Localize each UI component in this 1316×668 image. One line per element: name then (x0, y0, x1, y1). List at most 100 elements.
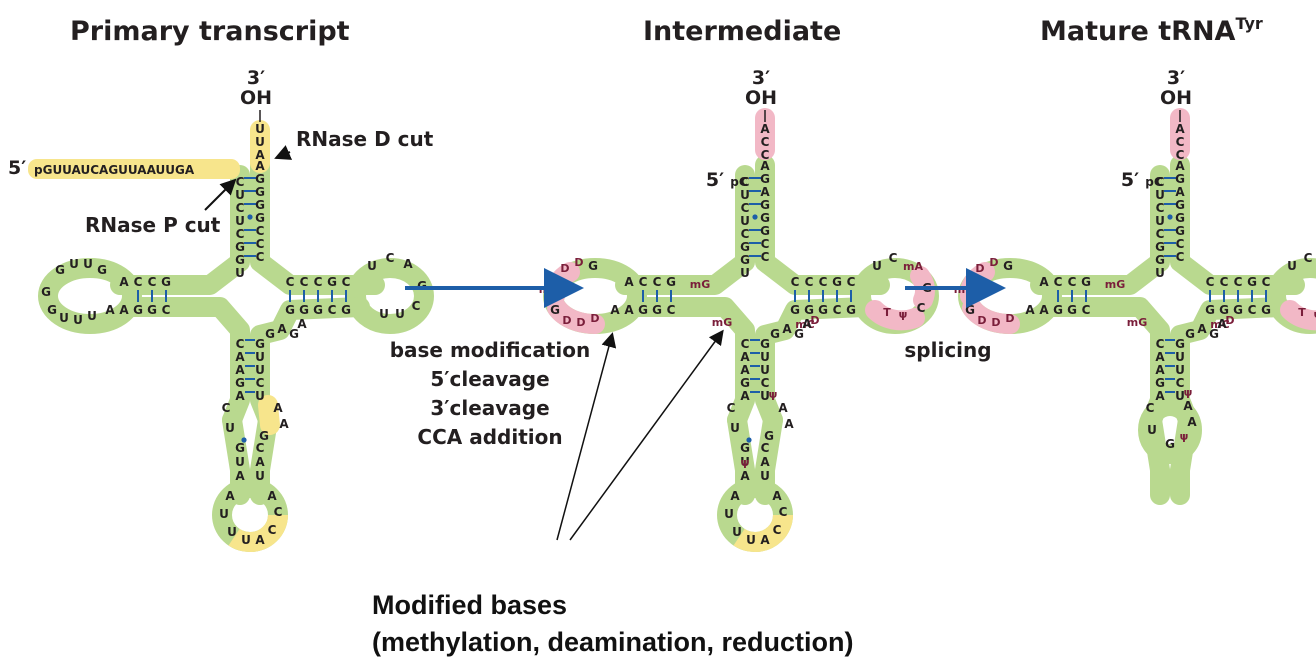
nucleotide: G (1233, 303, 1243, 317)
nucleotide: G (740, 253, 750, 267)
nucleotide: A (1039, 275, 1049, 289)
modified-pointer-2 (569, 329, 724, 541)
step-splicing: splicing (904, 338, 991, 362)
nucleotide: U (73, 313, 83, 327)
nucleotide: C (741, 175, 750, 189)
nucleotide: A (1155, 350, 1165, 364)
nucleotide: A (730, 489, 740, 503)
nucleotide: C (134, 275, 143, 289)
nucleotide: U (760, 363, 770, 377)
five-prime-label: 5′ (1121, 169, 1139, 191)
nucleotide: C (761, 250, 770, 264)
d-loop-mod-highlight-2 (962, 298, 1020, 335)
nucleotide: U (69, 257, 79, 271)
nucleotide: G (265, 327, 275, 341)
nucleotide: ψ (769, 388, 778, 401)
nucleotide: C (1262, 275, 1271, 289)
nucleotide: A (1175, 185, 1185, 199)
nucleotide: U (1155, 266, 1165, 280)
step-base-modification: base modification (390, 338, 591, 362)
nucleotide: C (256, 441, 265, 455)
nucleotide: G (1175, 211, 1185, 225)
nucleotide: U (225, 421, 235, 435)
nucleotide: ψ (741, 456, 750, 469)
nucleotide: A (1217, 317, 1227, 331)
nucleotide: U (367, 259, 377, 273)
nucleotide: U (740, 188, 750, 202)
nucleotide: A (1187, 415, 1197, 429)
nucleotide: D (989, 256, 998, 269)
gu-pair-dot (247, 214, 253, 220)
nucleotide: C (236, 337, 245, 351)
nucleotide: A (1175, 122, 1185, 136)
nucleotide: C (639, 275, 648, 289)
nucleotide: D (590, 312, 599, 325)
nucleotide: C (727, 401, 736, 415)
nucleotide: A (1197, 322, 1207, 336)
nucleotide: C (1304, 251, 1313, 265)
nucleotide: C (148, 275, 157, 289)
five-prime-label: 5′ (706, 169, 724, 191)
nucleotide: U (1147, 423, 1157, 437)
nucleotide: G (804, 303, 814, 317)
nucleotide: A (403, 257, 413, 271)
nucleotide: G (790, 303, 800, 317)
nucleotide: C (1176, 135, 1185, 149)
nucleotide: mC (795, 318, 815, 331)
nucleotide: D (562, 314, 571, 327)
nucleotide: C (889, 251, 898, 265)
three-prime-label: 3′ (247, 67, 265, 89)
nucleotide: U (227, 525, 237, 539)
nucleotide: U (255, 389, 265, 403)
nucleotide: C (761, 148, 770, 162)
nucleotide: C (819, 275, 828, 289)
nucleotide: C (236, 227, 245, 241)
nucleotide: A (760, 455, 770, 469)
modified-bases-heading: Modified bases (372, 590, 567, 620)
nucleotide: A (297, 317, 307, 331)
nucleotide: A (1025, 303, 1035, 317)
nucleotide: C (1176, 148, 1185, 162)
nucleotide: A (772, 489, 782, 503)
nucleotide: C (412, 299, 421, 313)
nucleotide: G (235, 376, 245, 390)
nucleotide: C (1220, 275, 1229, 289)
nucleotide: D (991, 316, 1000, 329)
nucleotide: G (1209, 327, 1219, 341)
nucleotide: G (299, 303, 309, 317)
nucleotide: U (1155, 214, 1165, 228)
nucleotide: G (1205, 303, 1215, 317)
nucleotide: D (1225, 314, 1234, 327)
intermediate-structure: CUCUCGGUAGAGGGCCACC3′OH5′pCACCGAAGGCDDGm… (539, 67, 939, 552)
gu-pair-dot (241, 437, 247, 443)
nucleotide: G (740, 376, 750, 390)
backbone-5-prime (1030, 165, 1170, 295)
nucleotide: ψ (1314, 308, 1316, 321)
nucleotide: G (235, 253, 245, 267)
nucleotide: G (161, 275, 171, 289)
nucleotide: A (624, 275, 634, 289)
gu-pair-dot (1167, 214, 1173, 220)
nucleotide: A (273, 401, 283, 415)
nucleotide: U (235, 266, 245, 280)
pc-label: pC (1145, 175, 1163, 189)
nucleotide: G (55, 263, 65, 277)
nucleotide: A (782, 322, 792, 336)
nucleotide: A (225, 489, 235, 503)
oh-label: OH (1160, 87, 1192, 109)
nucleotide: U (724, 507, 734, 521)
nucleotide: G (289, 327, 299, 341)
variable-backbone (755, 297, 875, 430)
nucleotide: C (779, 505, 788, 519)
nucleotide: C (847, 275, 856, 289)
nucleotide: C (1176, 376, 1185, 390)
modified-pointer-1 (556, 332, 617, 541)
nucleotide: A (1155, 389, 1165, 403)
nucleotide: U (87, 309, 97, 323)
nucleotide: mA (903, 260, 923, 273)
nucleotide: A (235, 469, 245, 483)
backbone-5-prime (110, 165, 250, 295)
nucleotide: G (588, 259, 598, 273)
nucleotide: C (1156, 337, 1165, 351)
